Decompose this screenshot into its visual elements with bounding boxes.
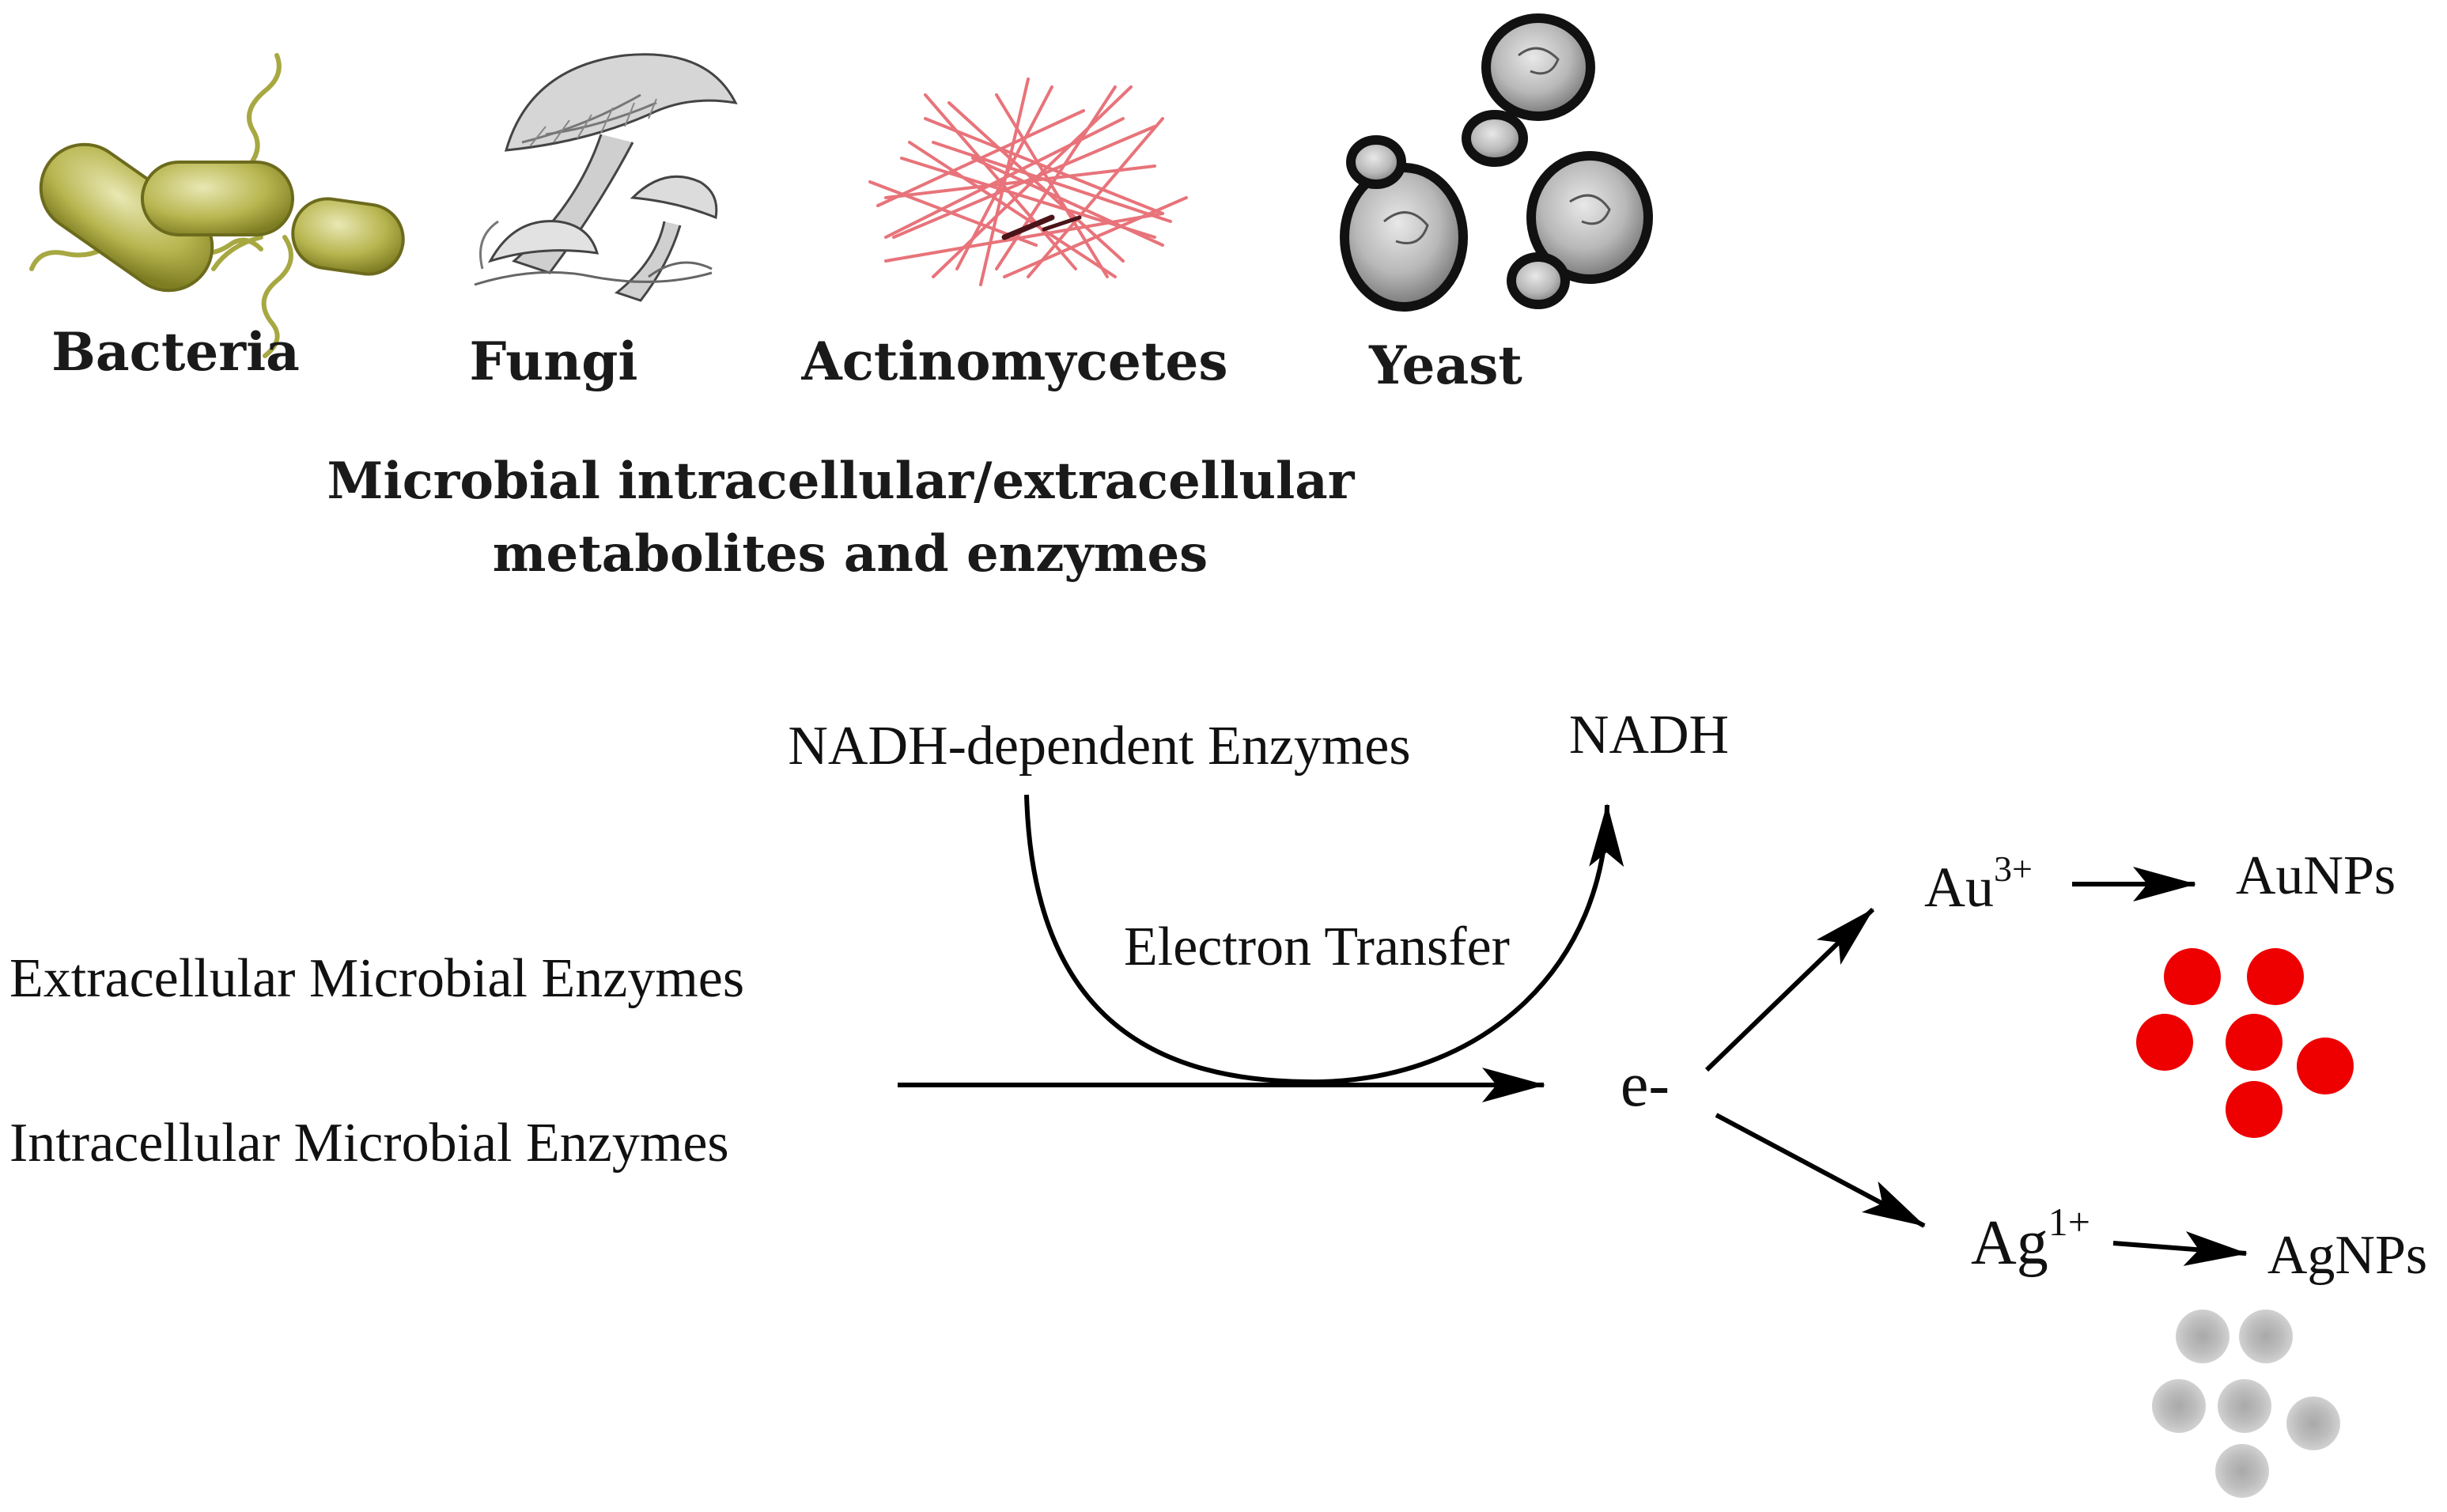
- silver-ion-label: Ag1+: [1971, 1200, 2090, 1278]
- gold-nanoparticle: [2226, 1081, 2282, 1138]
- silver-nanoparticle: [2286, 1397, 2340, 1450]
- gold-nanoparticle: [2164, 948, 2221, 1005]
- electron-to-silver-arrow: [1715, 1113, 1926, 1228]
- silver-ion-charge: 1+: [2048, 1200, 2090, 1244]
- silver-nanoparticle: [2215, 1444, 2269, 1498]
- silver-nanoparticle: [2218, 1379, 2271, 1433]
- silver-nanoparticle: [2152, 1379, 2206, 1433]
- silver-nanoparticles: [2152, 1310, 2340, 1498]
- gold-ion-charge: 3+: [1994, 849, 2033, 889]
- gold-nanoparticle: [2226, 1014, 2282, 1071]
- bacteria-label: Bacteria: [51, 321, 300, 383]
- silver-ion-base: Ag: [1971, 1208, 2048, 1278]
- gold-nanoparticle: [2136, 1014, 2193, 1071]
- actinomycetes-label: Actinomycetes: [801, 331, 1228, 392]
- gold-nanoparticle: [2297, 1038, 2354, 1094]
- electron-label: e-: [1621, 1050, 1670, 1120]
- nadh-enzymes-label: NADH-dependent Enzymes: [788, 716, 1410, 777]
- gold-nanoparticles: [2136, 948, 2354, 1138]
- gold-nanoparticle: [2247, 948, 2304, 1005]
- yeast-label: Yeast: [1368, 335, 1522, 396]
- silver-ion-to-np-arrow: [2112, 1231, 2248, 1266]
- gold-np-label: AuNPs: [2236, 845, 2396, 906]
- caption-line-2: metabolites and enzymes: [493, 524, 1208, 584]
- fungi-label: Fungi: [470, 331, 638, 392]
- gold-ion-label: Au3+: [1924, 849, 2033, 919]
- yeast-illustration: [1340, 13, 1653, 312]
- electron-transfer-arrow: [1024, 794, 1624, 1085]
- electron-to-gold-arrow: [1704, 907, 1875, 1072]
- actinomycetes-illustration: [868, 77, 1188, 286]
- intracellular-enzymes-label: Intracellular Microbial Enzymes: [9, 1113, 729, 1174]
- bacteria-illustration: [29, 53, 405, 358]
- gold-ion-base: Au: [1924, 856, 1994, 919]
- silver-nanoparticle: [2176, 1310, 2230, 1363]
- caption-line-1: Microbial intracellular/extracellular: [327, 452, 1356, 511]
- nadh-label: NADH: [1569, 705, 1729, 765]
- silver-nanoparticle: [2239, 1310, 2293, 1363]
- extracellular-enzymes-label: Extracellular Microbial Enzymes: [9, 948, 744, 1009]
- fungi-illustration: [474, 53, 738, 302]
- silver-np-label: AgNPs: [2267, 1225, 2427, 1286]
- electron-transfer-label: Electron Transfer: [1124, 917, 1510, 977]
